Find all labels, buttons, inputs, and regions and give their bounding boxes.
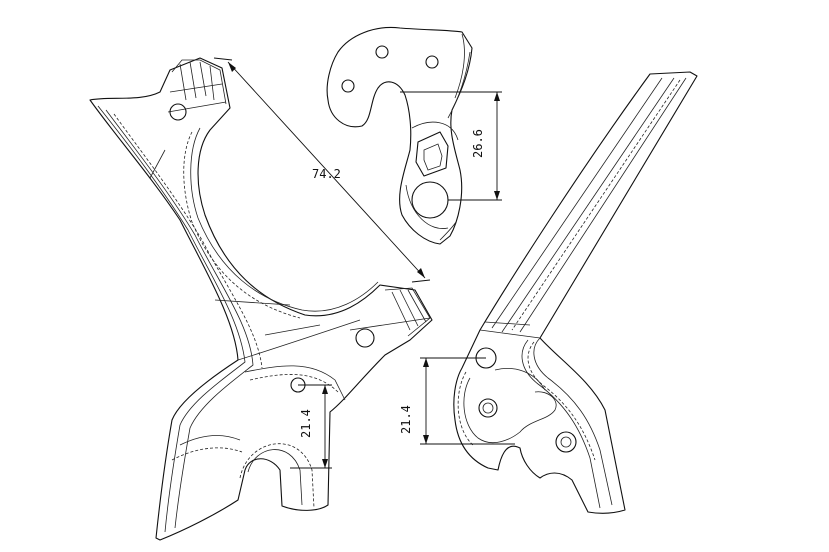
center-hanger-part <box>326 26 473 245</box>
left-dropout-part <box>89 57 433 541</box>
dimension-label-left-21-4: 21.4 <box>299 409 313 438</box>
dimension-label-26-6: 26.6 <box>471 129 485 158</box>
dimension-right-21-4: 21.4 <box>399 357 515 445</box>
right-dropout-part <box>453 71 698 514</box>
dimension-label-74-2: 74.2 <box>312 167 341 181</box>
dimension-26-6: 26.6 <box>400 91 502 201</box>
dimension-label-right-21-4: 21.4 <box>399 405 413 434</box>
dimension-74-2: 74.2 <box>213 57 431 283</box>
dimension-left-21-4: 21.4 <box>290 384 332 469</box>
